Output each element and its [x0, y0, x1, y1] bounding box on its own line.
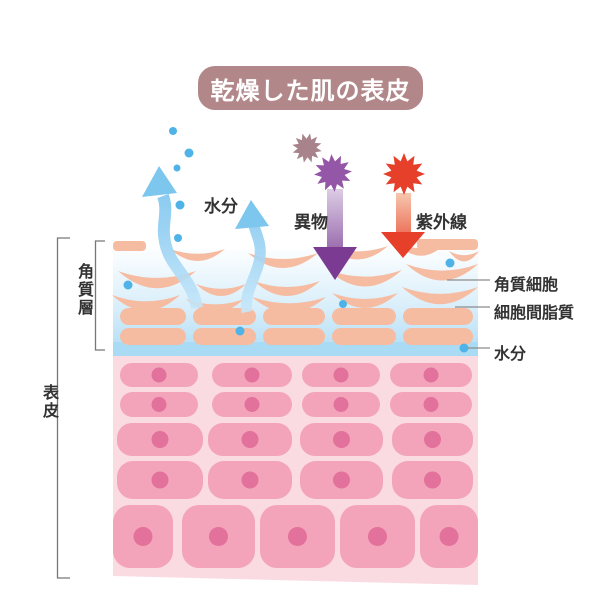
cell-nucleus — [333, 397, 349, 412]
corneocyte-flake — [328, 270, 402, 287]
lipid-pill — [193, 308, 256, 325]
corneocyte-flake — [170, 249, 225, 261]
lipid-pill — [332, 308, 396, 325]
moisture-dot — [174, 234, 182, 242]
page-title: 乾燥した肌の表皮 — [198, 66, 423, 110]
water-arrow-head — [235, 200, 269, 229]
lipid-pill — [263, 328, 325, 345]
surface-bar-left — [113, 241, 146, 251]
label-stratum-corneum: 角質層 — [75, 263, 92, 317]
corneocyte-flake — [112, 295, 180, 311]
moisture-dot — [445, 258, 455, 268]
corneocyte-flake — [254, 281, 320, 296]
uv-star — [383, 153, 425, 195]
cell-nucleus — [244, 367, 260, 383]
lipid-pill — [403, 308, 473, 325]
cell-nucleus — [151, 367, 167, 383]
uv-arrow-head — [381, 232, 425, 258]
cell-row-1-nuclei — [151, 367, 439, 383]
uv-group — [381, 153, 425, 258]
lipid-pill — [120, 308, 186, 325]
cell-row-3-nuclei — [151, 431, 441, 448]
moisture-dot — [169, 127, 177, 135]
cell-nucleus — [333, 367, 349, 383]
corneocyte-flake-layer — [112, 243, 479, 313]
corneocyte-flake — [402, 287, 478, 305]
foreign-matter-small-star — [289, 130, 325, 166]
moisture-dot — [459, 343, 469, 353]
cell-nucleus — [333, 431, 350, 448]
corneocyte-flake — [332, 293, 398, 308]
moisture-dots — [123, 127, 469, 353]
stratum-corneum-bracket — [94, 240, 105, 351]
cell-nucleus — [151, 471, 169, 489]
label-uv-rays: 紫外線 — [416, 213, 467, 232]
label-intercellular-lipids: 細胞間脂質 — [494, 305, 575, 322]
corneocyte-flake — [248, 253, 318, 268]
cell-nucleus — [244, 397, 260, 412]
epidermis-cell-layer — [113, 363, 478, 568]
corneocyte-flake — [196, 284, 246, 296]
intercellular-lipid-layer — [120, 308, 473, 345]
moisture-band — [113, 342, 478, 356]
lipid-pill — [193, 328, 256, 345]
cell-nucleus — [209, 527, 228, 546]
foreign-matter-arrow-head — [313, 247, 357, 280]
moisture-dot — [123, 280, 133, 290]
water-arrow-head — [142, 166, 177, 197]
label-moisture-right: 水分 — [494, 346, 527, 363]
moisture-dot — [173, 164, 181, 172]
label-moisture-top: 水分 — [204, 197, 238, 216]
cell-nucleus — [424, 431, 441, 448]
foreign-matter-arrow-shaft — [327, 189, 343, 249]
cell-row-2-nuclei — [151, 397, 439, 412]
cell-nucleus — [424, 471, 441, 489]
foreign-matter-star — [312, 152, 354, 194]
label-foreign-matter: 異物 — [294, 213, 328, 232]
cell-nucleus — [439, 527, 459, 546]
lipid-pill — [263, 308, 325, 325]
epidermis-bracket — [56, 237, 70, 579]
cell-nucleus — [333, 471, 350, 489]
uv-arrow-shaft — [396, 193, 411, 234]
page-title-text: 乾燥した肌の表皮 — [210, 77, 411, 105]
corneocyte-flake — [406, 264, 478, 281]
moisture-dot — [184, 148, 194, 158]
water-arrow-left — [142, 166, 203, 310]
lipid-pill — [120, 328, 186, 345]
water-arrow-shaft — [157, 193, 203, 310]
moisture-dot — [175, 200, 185, 210]
corneocyte-flake — [449, 251, 479, 262]
cell-nucleus — [151, 397, 167, 412]
lipid-pill — [403, 328, 473, 345]
cell-row-4-nuclei — [151, 471, 441, 489]
water-arrow-right — [235, 200, 269, 314]
cell-nucleus — [423, 397, 439, 412]
foreign-matter-group — [289, 130, 357, 280]
corneocyte-flake — [118, 271, 196, 289]
cell-row-basal-nuclei — [133, 527, 459, 546]
moisture-dot — [235, 326, 245, 336]
cell-nucleus — [288, 527, 307, 546]
cell-nucleus — [241, 431, 259, 448]
water-arrow-shaft — [240, 215, 266, 314]
cell-nucleus — [151, 431, 169, 448]
surface-bar-right — [417, 239, 478, 250]
cell-nucleus — [241, 471, 259, 489]
cell-nucleus — [368, 527, 387, 546]
label-epidermis: 表皮 — [40, 384, 57, 420]
cell-nucleus — [133, 527, 153, 546]
cell-nucleus — [423, 367, 439, 383]
lipid-pill — [332, 328, 396, 345]
label-corneocyte: 角質細胞 — [494, 277, 559, 294]
moisture-dot — [339, 300, 347, 308]
